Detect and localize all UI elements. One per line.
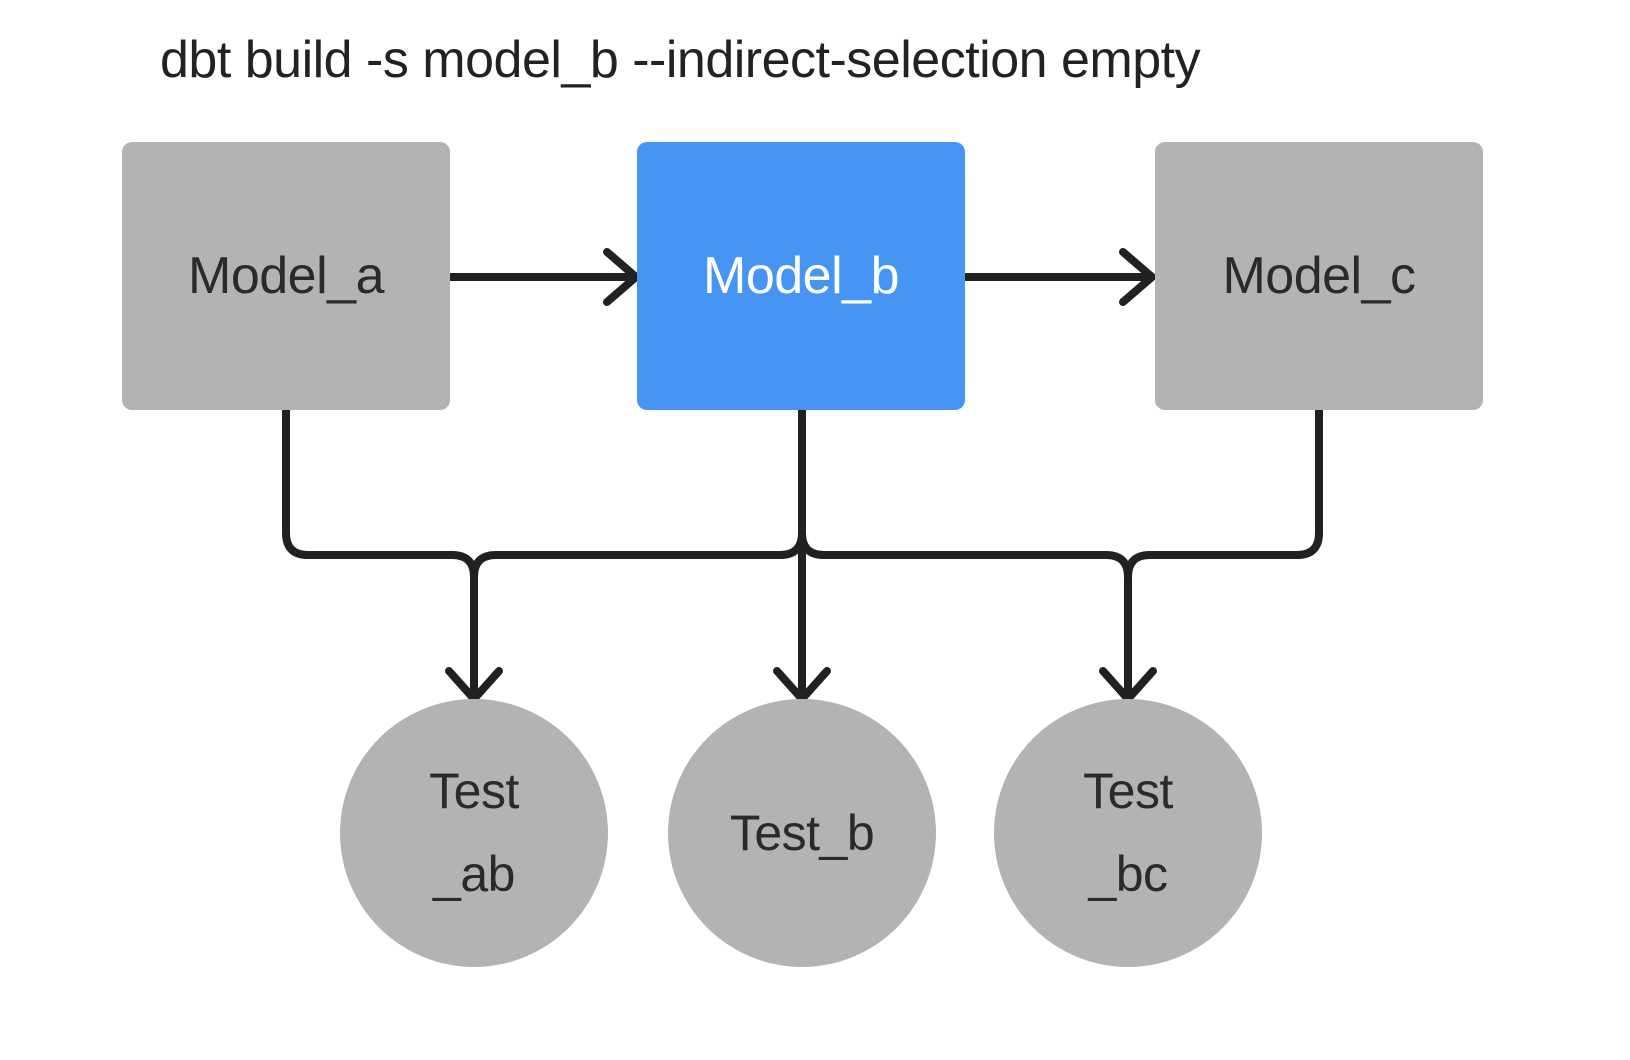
node-model-a: Model_a	[122, 142, 450, 410]
node-model-a-label: Model_a	[188, 247, 384, 305]
arrowhead-model-c	[1119, 248, 1156, 306]
edge-model-c-test-bc	[1124, 406, 1323, 700]
arrowhead-model-b	[603, 248, 640, 306]
node-model-c: Model_c	[1155, 142, 1483, 410]
node-test-bc: Test _bc	[994, 699, 1262, 967]
node-model-c-label: Model_c	[1222, 247, 1416, 305]
edge-model-b-test-bc	[798, 406, 1132, 700]
node-test-ab-label-line1: Test	[429, 763, 519, 819]
edge-model-a-test-ab	[282, 406, 478, 700]
node-test-bc-label-line1: Test	[1083, 763, 1173, 819]
node-test-bc-label-line2: _bc	[1088, 846, 1168, 902]
node-test-b: Test_b	[668, 699, 936, 967]
node-test-ab: Test _ab	[340, 699, 608, 967]
node-model-b: Model_b	[637, 142, 965, 410]
node-model-b-label: Model_b	[703, 247, 899, 305]
edge-model-b-test-ab	[470, 406, 806, 700]
node-test-ab-label-line2: _ab	[433, 846, 515, 902]
diagram-title: dbt build -s model_b --indirect-selectio…	[160, 31, 1201, 89]
node-test-b-label-line1: Test_b	[729, 804, 875, 861]
